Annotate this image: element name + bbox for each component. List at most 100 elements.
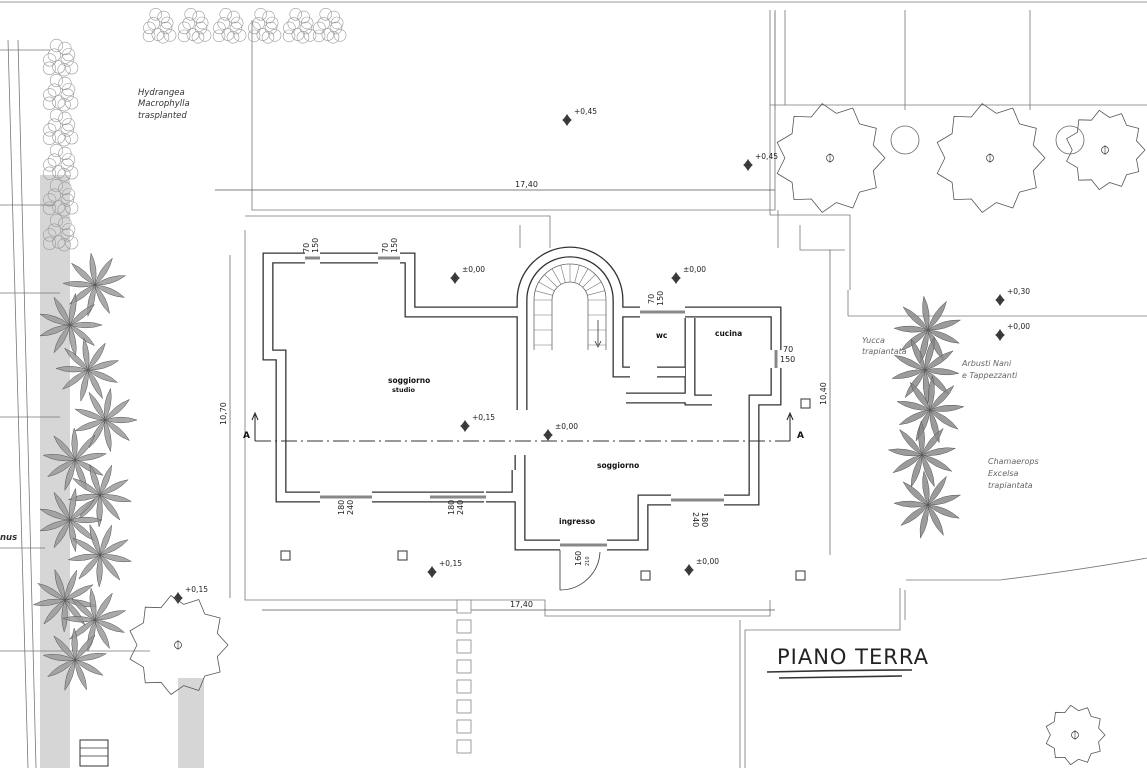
shrub-blob — [58, 216, 72, 231]
shrub-blob — [151, 28, 165, 41]
palm-icon — [62, 252, 127, 317]
canopy-outline — [1066, 110, 1146, 190]
shrub-blob — [49, 108, 64, 123]
shrub-blob — [182, 17, 195, 30]
elevation-markers: +0,45+0,45±0,00±0,00+0,15±0,00+0,15±0,00… — [173, 107, 1030, 604]
elevation-symbol-icon — [460, 420, 470, 432]
elevation-value: ±0,00 — [462, 265, 485, 274]
wall-fill — [724, 368, 781, 505]
palm-icon — [74, 387, 138, 453]
shrub-blob — [61, 48, 76, 62]
wall — [514, 455, 560, 551]
vegetation — [32, 8, 1146, 766]
shrub-blob — [61, 118, 76, 132]
shrub-blob — [49, 143, 64, 158]
window-width: 180 — [337, 500, 346, 515]
window-width: 70 — [647, 294, 656, 304]
canopy-outline — [776, 103, 886, 213]
hydrangea-shrub-icon — [212, 8, 247, 44]
elevation-value: +0,15 — [472, 413, 495, 422]
wall-fill — [607, 495, 671, 550]
elevation-value: ±0,00 — [555, 422, 578, 431]
shrub-blob — [65, 96, 79, 110]
dimension-left: 10,70 — [219, 402, 228, 425]
shrub-blob — [43, 193, 57, 207]
stepping-stone — [456, 719, 472, 734]
section-line-a: A A — [243, 411, 804, 442]
shrub-blob — [160, 16, 174, 30]
stepping-stone — [456, 739, 472, 754]
wall-fill — [515, 455, 560, 550]
shrub-blob — [312, 29, 326, 43]
shrub-blob — [42, 236, 57, 250]
wall-fill — [263, 253, 320, 502]
shrub-blob — [329, 21, 343, 35]
wall — [400, 252, 522, 318]
shrub-blob — [47, 118, 61, 132]
window-height: 240 — [346, 500, 355, 515]
elevation-symbol-icon — [562, 114, 572, 126]
tree-canopy-icon — [129, 595, 229, 695]
shrub-blob — [47, 48, 61, 62]
opening-labels: 70 150 70 150 70 150 70 150 180 240 180 … — [302, 238, 795, 591]
hydrangea-shrub-icon — [42, 143, 79, 182]
shrub-blob — [159, 21, 173, 35]
shrub-blob — [247, 29, 261, 43]
shrub-blob — [52, 200, 66, 214]
pillar — [640, 570, 651, 581]
wall-fill — [400, 253, 522, 317]
pillar — [280, 550, 291, 561]
tree-canopy-icon — [936, 103, 1046, 213]
shrub-blob — [47, 83, 61, 97]
window-height: 150 — [780, 355, 795, 364]
plant-label: Yucca — [862, 336, 885, 345]
wall-fill — [685, 318, 712, 405]
palm-fronds — [55, 337, 120, 402]
room-labels: soggiorno studio wc cucina soggiorno ing… — [388, 329, 742, 526]
hydrangea-shrub-icon — [42, 73, 79, 112]
wall — [262, 252, 320, 503]
elevation-symbol-icon — [427, 566, 437, 578]
dimension-top: 17,40 — [515, 180, 538, 189]
shrub-blob — [65, 166, 79, 180]
shrub-blob — [330, 16, 344, 30]
elevation-symbol-icon — [995, 329, 1005, 341]
elevation-marker: ±0,00 — [684, 557, 719, 576]
shrub-blob — [43, 158, 57, 172]
elevation-marker: +0,30 — [995, 287, 1030, 306]
canopy-outline — [1045, 704, 1106, 766]
stepping-stone — [456, 699, 472, 714]
shrub-blob — [58, 41, 72, 56]
shrub-blob — [42, 61, 57, 75]
shrub-blob — [52, 130, 66, 144]
shrub-blob — [42, 131, 57, 145]
shrub-blob — [297, 10, 310, 24]
palm-fronds — [896, 375, 965, 444]
shrub-blob — [184, 8, 197, 21]
tree-canopy-icon — [776, 103, 886, 213]
shrub-blob — [299, 21, 313, 35]
shrub-blob — [319, 8, 332, 21]
shrub-blob — [147, 17, 160, 30]
elevation-marker: +0,45 — [562, 107, 597, 126]
door-swing — [559, 550, 601, 591]
shrub-blob — [61, 153, 76, 167]
door-height: 210 — [585, 556, 591, 566]
shrub-blob — [230, 16, 244, 30]
hydrangea-shrub-icon — [42, 178, 79, 217]
palm-fronds — [893, 470, 962, 539]
shrub-blob — [43, 123, 57, 137]
shrub-blob — [49, 38, 64, 53]
elevation-marker: ±0,00 — [543, 422, 578, 441]
shrub-blob — [282, 29, 296, 43]
shrub-blob — [65, 131, 79, 145]
plant-label: Macrophylla — [138, 99, 190, 109]
shrub-blob — [65, 61, 79, 75]
shrub-blob — [60, 228, 74, 242]
plant-label: trasplanted — [138, 111, 187, 121]
elevation-value: +0,45 — [755, 152, 778, 161]
elevation-marker: ±0,00 — [671, 265, 706, 284]
spiral-staircase — [533, 263, 607, 350]
palm-icon — [893, 470, 962, 539]
